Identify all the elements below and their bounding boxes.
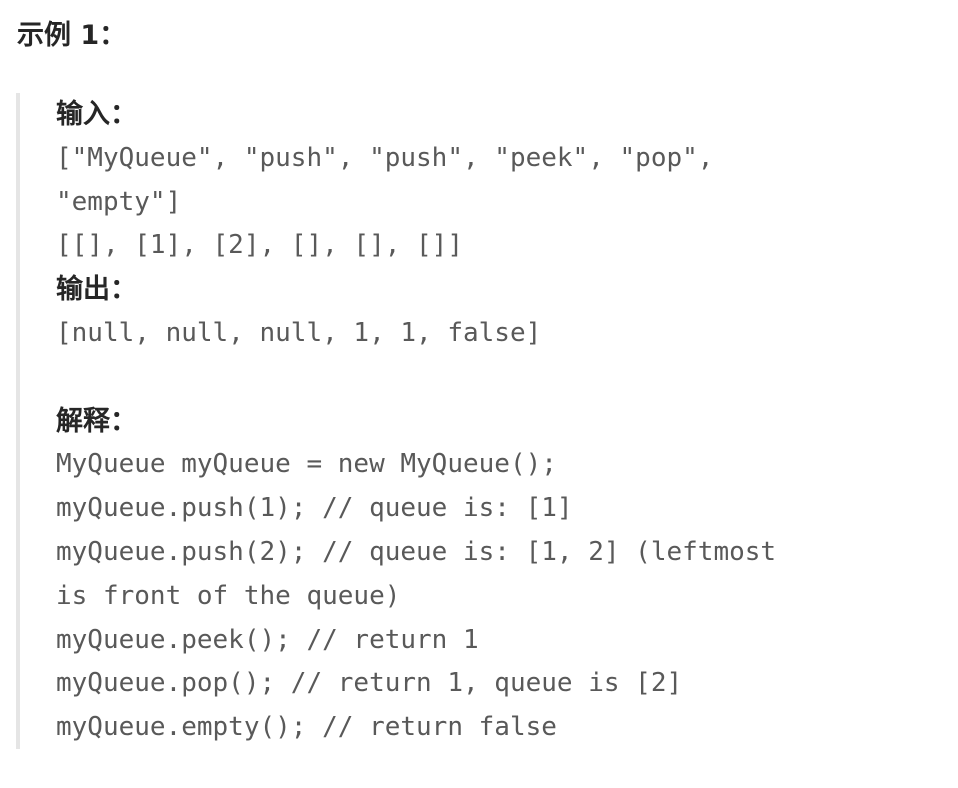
explanation-line: myQueue.empty(); // return false bbox=[56, 712, 557, 743]
output-line: [null, null, null, 1, 1, false] bbox=[56, 317, 542, 348]
input-label: 输入： bbox=[56, 99, 137, 130]
example-title: 示例 1： bbox=[17, 20, 127, 51]
explanation-label: 解释： bbox=[56, 405, 137, 437]
example-code-block: 输入： ["MyQueue", "push", "push", "peek", … bbox=[16, 93, 936, 749]
input-methods-line-2: "empty"] bbox=[56, 186, 182, 217]
example-content: 输入： ["MyQueue", "push", "push", "peek", … bbox=[56, 93, 936, 750]
input-args-line: [[], [1], [2], [], [], []] bbox=[56, 230, 463, 261]
explanation-line: myQueue.pop(); // return 1, queue is [2] bbox=[56, 668, 683, 699]
explanation-line: myQueue.push(1); // queue is: [1] bbox=[56, 493, 573, 524]
explanation-line: MyQueue myQueue = new MyQueue(); bbox=[56, 449, 557, 480]
output-label: 输出： bbox=[56, 274, 137, 306]
explanation-line: myQueue.peek(); // return 1 bbox=[56, 624, 479, 655]
explanation-line: is front of the queue) bbox=[56, 580, 401, 611]
blank-line bbox=[56, 356, 936, 400]
explanation-line: myQueue.push(2); // queue is: [1, 2] (le… bbox=[56, 536, 777, 567]
input-methods-line-1: ["MyQueue", "push", "push", "peek", "pop… bbox=[56, 142, 714, 173]
